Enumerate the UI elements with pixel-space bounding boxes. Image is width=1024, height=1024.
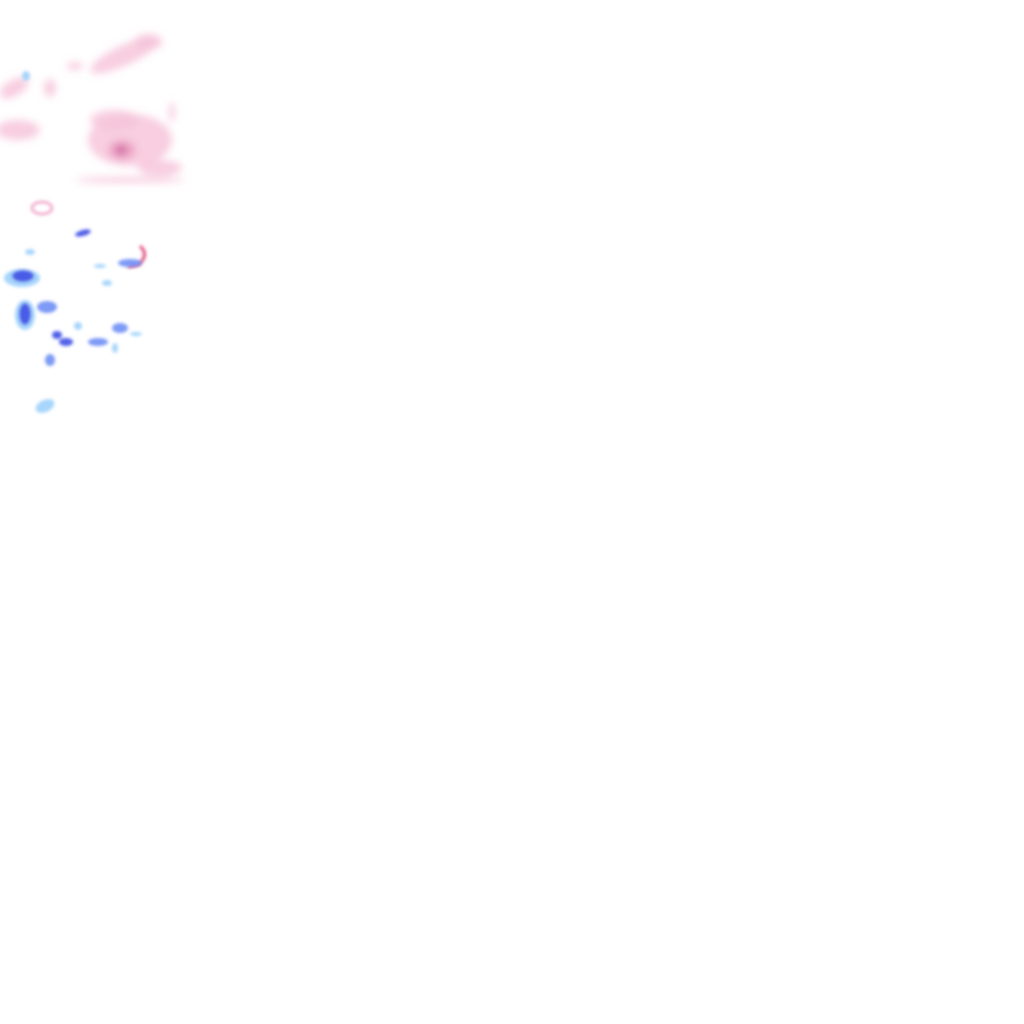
mixed-precipitation-detail-layer: [30, 200, 146, 269]
precip-cell-mixed: [75, 177, 185, 183]
precip-cell-rain: [118, 259, 142, 267]
precip-cell-rain: [88, 338, 108, 346]
precip-cell-mixed: [30, 200, 54, 216]
precip-cell-rain: [75, 229, 91, 237]
precip-cell-rain: [22, 71, 30, 81]
precip-cell-rain: [102, 280, 112, 286]
precip-cell-rain: [52, 331, 62, 339]
precip-cell-mixed: [0, 77, 29, 99]
precip-cell-rain: [12, 270, 34, 282]
precip-cell-rain: [112, 323, 128, 333]
precip-cell-mixed: [44, 79, 56, 97]
rain-layer: [4, 71, 142, 413]
precip-cell-rain: [35, 399, 55, 413]
precip-cell-rain: [19, 303, 31, 325]
precip-cell-rain: [74, 322, 82, 330]
precip-cell-rain: [59, 338, 73, 346]
precip-cell-rain: [37, 301, 57, 313]
precip-cell-mixed: [0, 120, 40, 140]
precip-cell-mixed: [169, 102, 175, 122]
precip-cell-mixed: [90, 110, 140, 130]
precip-cell-mixed: [67, 62, 83, 70]
precip-cell-mixed: [138, 160, 182, 176]
precip-cell-rain: [112, 343, 118, 353]
precip-cell-rain: [94, 264, 106, 268]
mixed-precipitation-layer: [0, 34, 185, 183]
precip-cell-rain: [25, 249, 35, 255]
precip-cell-rain: [45, 354, 55, 366]
precip-cell-mixed: [115, 145, 127, 155]
precip-cell-mixed: [134, 34, 162, 50]
precip-cell-rain: [130, 332, 142, 336]
